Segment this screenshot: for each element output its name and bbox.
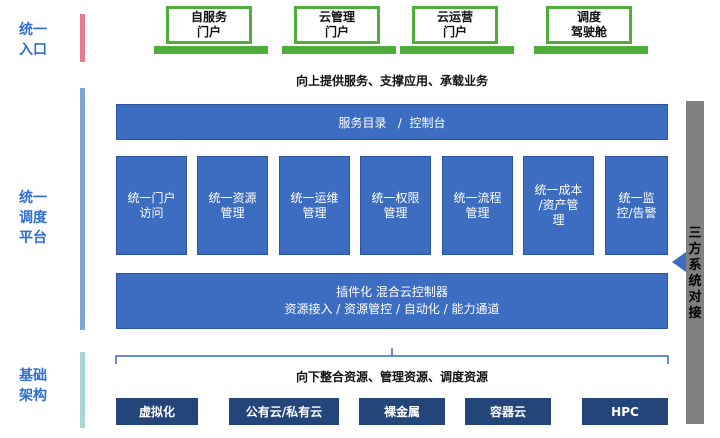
infra-hpc: HPC [582,398,668,425]
infra-side-bar [80,352,85,428]
monitor-stand [534,46,648,54]
integration-bracket [115,348,669,364]
label-unified-platform: 统一 调度 平台 [19,190,47,246]
module-portal-access: 统一门户 访问 [116,156,187,255]
upward-caption: 向上提供服务、支撑应用、承载业务 [295,74,488,88]
module-process-management: 统一流程 管理 [442,156,513,255]
downward-caption: 向下整合资源、管理资源、调度资源 [295,370,488,384]
platform-side-bar [80,88,85,330]
controller-title: 插件化 混合云控制器 [336,285,448,299]
module-cost-asset-management: 统一成本 /资产管 理 [523,156,594,255]
third-party-label: 三方系统对接 [688,226,702,321]
hybrid-cloud-controller-bar: 插件化 混合云控制器 资源接入 / 资源管控 / 自动化 / 能力通道 [116,273,668,329]
portal-label: 云运营 门户 [436,10,473,39]
portal-self-service: 自服务 门户 [154,6,268,56]
module-ops-management: 统一运维 管理 [279,156,350,255]
label-infrastructure: 基础 架构 [19,368,47,404]
infra-virtualization: 虚拟化 [116,398,198,425]
module-resource-management: 统一资源 管理 [197,156,268,255]
portal-label: 调度 驾驶舱 [570,10,607,39]
service-catalog-label: 服务目录 / 控制台 [338,115,446,130]
infra-public-private-cloud: 公有云/私有云 [229,398,339,425]
module-permission-management: 统一权限 管理 [360,156,431,255]
entry-side-bar [80,14,85,62]
service-catalog-bar: 服务目录 / 控制台 [116,104,668,140]
monitor-stand [154,46,268,54]
monitor-stand [400,46,514,54]
portal-label: 自服务 门户 [190,10,227,39]
label-unified-entry: 统一 入口 [19,22,47,58]
monitor-stand [282,46,396,54]
portal-label: 云管理 门户 [318,10,355,39]
portal-cloud-management: 云管理 门户 [282,6,396,56]
infra-bare-metal: 裸金属 [359,398,445,425]
portal-cloud-operation: 云运营 门户 [400,6,514,56]
infra-container-cloud: 容器云 [465,398,551,425]
third-party-integration-bar [686,101,704,424]
module-monitor-alert: 统一监 控/告警 [605,156,668,255]
arrow-left-icon [672,252,686,272]
portal-dispatch-cockpit: 调度 驾驶舱 [534,6,648,56]
controller-subtitle: 资源接入 / 资源管控 / 自动化 / 能力通道 [284,302,500,316]
